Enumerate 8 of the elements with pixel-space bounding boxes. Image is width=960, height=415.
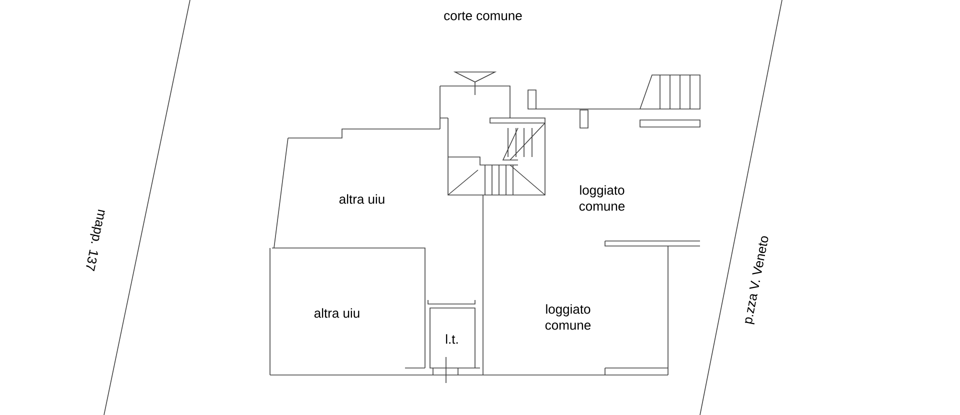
room-label: altra uiu — [339, 194, 384, 204]
street-label: mapp. 137 — [86, 210, 105, 272]
room-label: loggiato comune — [579, 185, 625, 211]
street-label: p.zza V. Veneto — [744, 236, 768, 324]
room-label: altra uiu — [314, 308, 360, 318]
area-label: corte comune — [444, 12, 522, 20]
room-label: loggiato comune — [545, 304, 591, 330]
room-label: l.t. — [446, 334, 458, 344]
